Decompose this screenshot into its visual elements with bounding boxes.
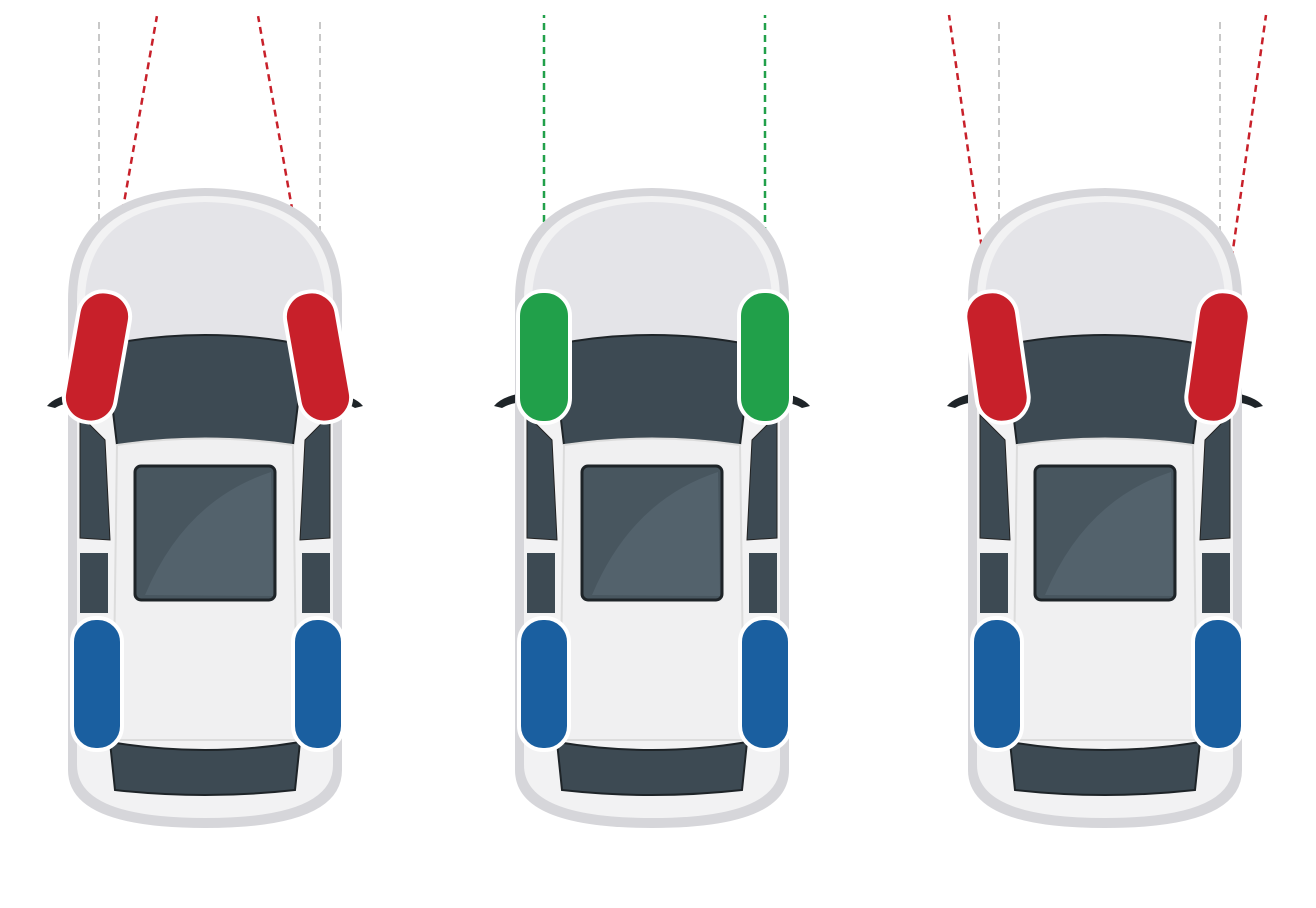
windshield [552, 335, 752, 445]
rear-side-window [80, 553, 108, 613]
rear-window [557, 742, 747, 795]
rear-wheel [519, 618, 569, 750]
rear-window [110, 742, 300, 795]
rear-side-window [1202, 553, 1230, 613]
rear-wheel [72, 618, 122, 750]
rear-side-window [749, 553, 777, 613]
rear-wheel [293, 618, 343, 750]
front-wheel [739, 291, 791, 423]
windshield [1005, 335, 1205, 445]
rear-side-window [527, 553, 555, 613]
rear-wheel [740, 618, 790, 750]
rear-window [1010, 742, 1200, 795]
direction-guide-line [1228, 15, 1266, 282]
car-toe-out [47, 16, 363, 828]
rear-wheel [972, 618, 1022, 750]
rear-side-window [302, 553, 330, 613]
rear-side-window [980, 553, 1008, 613]
windshield [105, 335, 305, 445]
car-aligned [494, 15, 810, 828]
front-wheel [518, 291, 570, 423]
rear-wheel [1193, 618, 1243, 750]
direction-guide-line [949, 15, 987, 282]
car-toe-in [947, 15, 1266, 828]
